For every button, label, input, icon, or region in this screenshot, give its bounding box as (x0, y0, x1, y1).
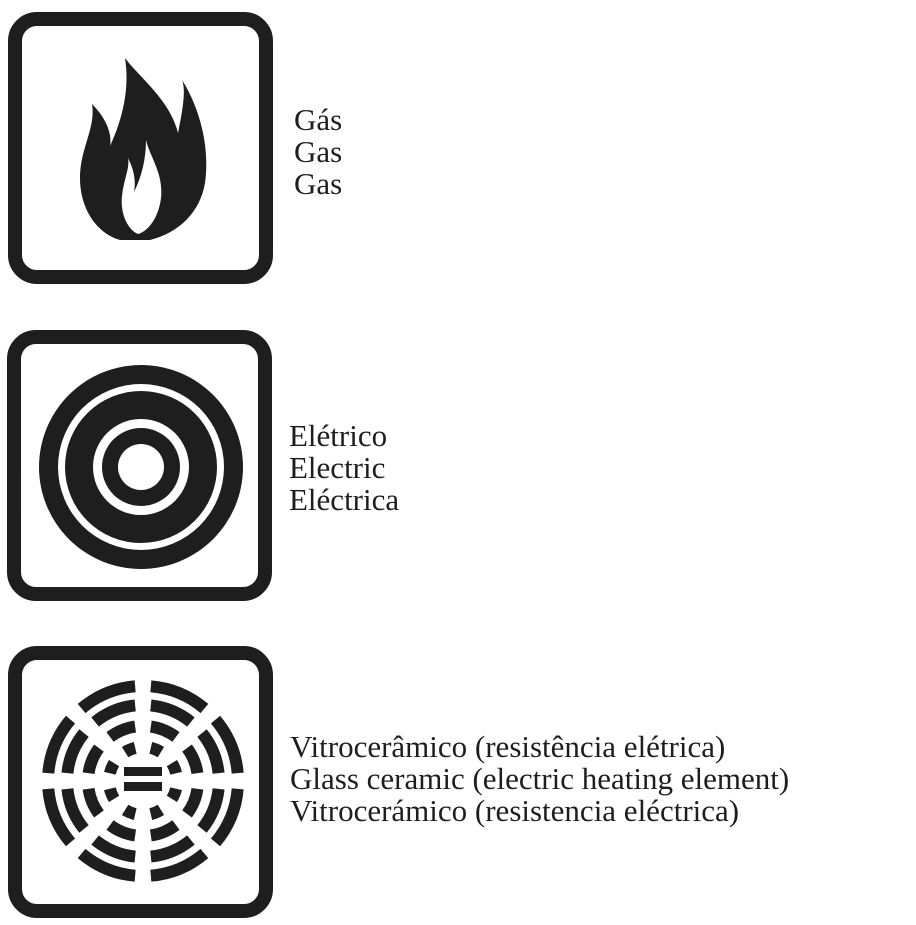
glass-ceramic-label-en: Glass ceramic (electric heating element) (290, 761, 790, 796)
gas-label-en: Gas (294, 134, 343, 169)
heating-arc-segment (149, 742, 165, 758)
heating-arc-segment (210, 788, 244, 847)
heating-arc-segment (82, 744, 104, 775)
heating-arc-segment (182, 787, 204, 818)
glass-ceramic-radiant-icon (0, 643, 282, 925)
heating-arc-segment (166, 787, 182, 803)
heating-arc-segment (149, 804, 165, 820)
gas-label-group: Gás Gas Gas (294, 104, 342, 200)
electric-symbol-row: Elétrico Electric Eléctrica (0, 327, 916, 609)
glass-ceramic-symbol-row: Vitrocerâmico (resistência elétrica) Gla… (0, 643, 916, 925)
electric-hotplate-icon (0, 327, 282, 609)
glass-ceramic-label-es: Vitrocerámico (resistencia eléctrica) (290, 793, 740, 828)
heating-arc-segment (91, 835, 136, 863)
heating-arc-segment (77, 680, 136, 714)
heating-arc-segment (77, 848, 136, 882)
electric-label-es: Eléctrica (289, 482, 400, 517)
heating-arc-segment (197, 788, 225, 833)
heating-arc-segment (150, 835, 195, 863)
heating-arc-segment (104, 787, 120, 803)
heating-arc-segment (106, 820, 137, 842)
heating-arc-segment (197, 729, 225, 774)
heating-arc-segment (91, 699, 136, 727)
heating-arc-segment (149, 820, 180, 842)
heating-arc-segment (42, 715, 76, 774)
gas-label-pt: Gás (294, 102, 343, 137)
heating-arc-segment (182, 744, 204, 775)
gas-label-es: Gas (294, 166, 343, 201)
heating-arc-segment (82, 787, 104, 818)
gas-symbol-row: Gás Gas Gas (0, 8, 916, 290)
electric-label-pt: Elétrico (289, 418, 388, 453)
heating-arc-segment (121, 804, 137, 820)
glass-ceramic-label-group: Vitrocerâmico (resistência elétrica) Gla… (290, 731, 789, 827)
heating-arc-segment (106, 720, 137, 742)
heating-arc-segment (166, 759, 182, 775)
glass-ceramic-label-pt: Vitrocerâmico (resistência elétrica) (290, 729, 726, 764)
heating-arc-segment (61, 729, 89, 774)
heating-arc-segment (150, 699, 195, 727)
electric-label-en: Electric (289, 450, 386, 485)
flame-icon (0, 8, 282, 290)
heating-arc-segment (210, 715, 244, 774)
heating-arc-segment (150, 680, 209, 714)
heating-arc-segment (104, 759, 120, 775)
heating-arc-segment (121, 742, 137, 758)
heating-arc-segment (42, 788, 76, 847)
heating-arc-segment (149, 720, 180, 742)
heating-arc-segment (150, 848, 209, 882)
heating-arc-segment (61, 788, 89, 833)
electric-label-group: Elétrico Electric Eléctrica (289, 420, 399, 516)
